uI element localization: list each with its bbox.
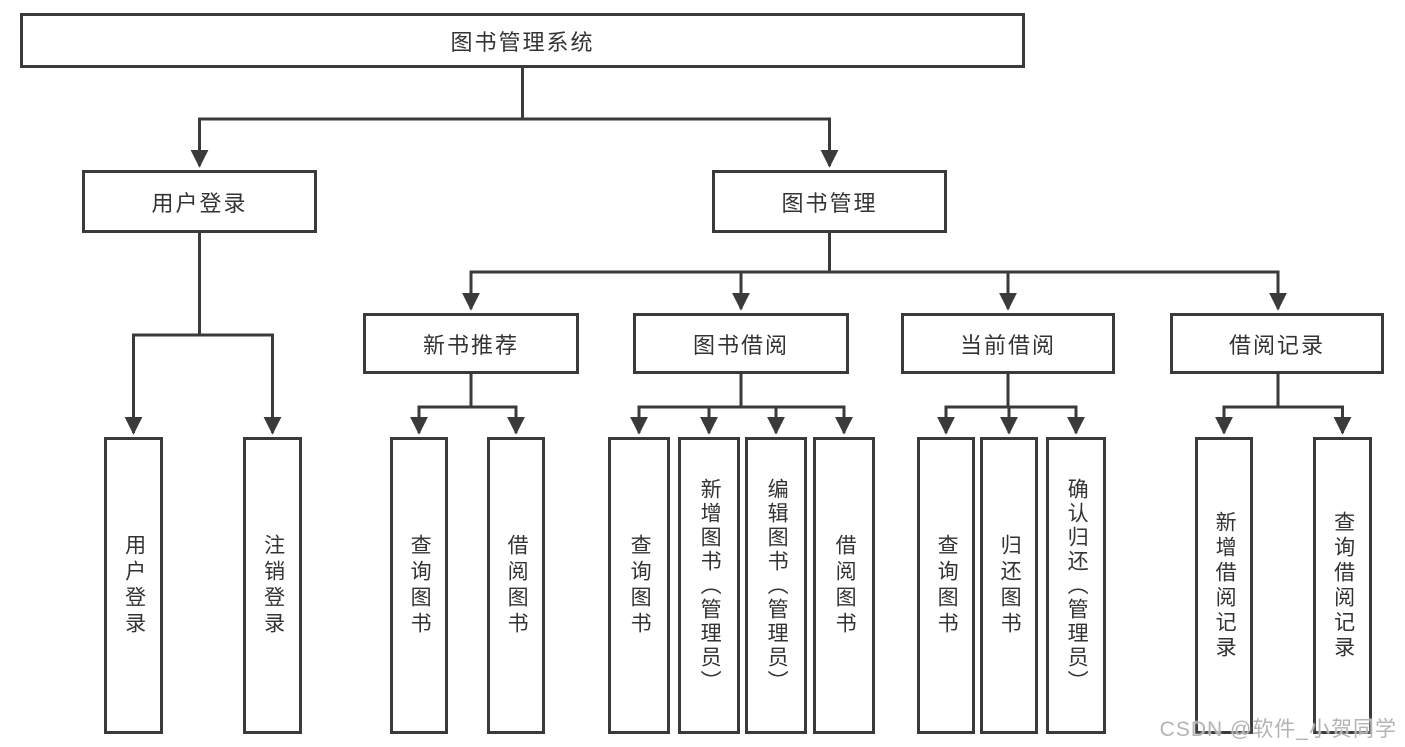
leaf-query-books-current: 查询图书 xyxy=(917,437,975,734)
csdn-watermark: CSDN @软件_小贺同学 xyxy=(1159,718,1397,741)
leaf-query-books-borrowing: 查询图书 xyxy=(608,437,670,734)
node-user-login: 用户登录 xyxy=(82,170,317,233)
leaf-confirm-return-admin: 确认归还（管理员） xyxy=(1046,437,1106,734)
leaf-return-books: 归还图书 xyxy=(980,437,1038,734)
leaf-borrow-books-borrowing: 借阅图书 xyxy=(813,437,875,734)
node-new-book-recommendation: 新书推荐 xyxy=(363,313,579,374)
leaf-add-books-admin: 新增图书（管理员） xyxy=(678,437,740,734)
leaf-user-login: 用户登录 xyxy=(104,437,163,734)
leaf-edit-books-admin: 编辑图书（管理员） xyxy=(745,437,807,734)
node-current-borrowing: 当前借阅 xyxy=(901,313,1115,374)
leaf-add-borrow-record: 新增借阅记录 xyxy=(1195,437,1253,734)
node-book-borrowing: 图书借阅 xyxy=(633,313,849,374)
connector-group xyxy=(124,68,1352,435)
node-book-management: 图书管理 xyxy=(712,170,947,233)
leaf-query-books-recommendation: 查询图书 xyxy=(390,437,448,734)
leaf-borrow-books-recommendation: 借阅图书 xyxy=(487,437,545,734)
node-library-management-system: 图书管理系统 xyxy=(20,13,1025,68)
node-borrowing-records: 借阅记录 xyxy=(1170,313,1384,374)
leaf-query-borrow-record: 查询借阅记录 xyxy=(1313,437,1372,734)
leaf-logout: 注销登录 xyxy=(243,437,302,734)
